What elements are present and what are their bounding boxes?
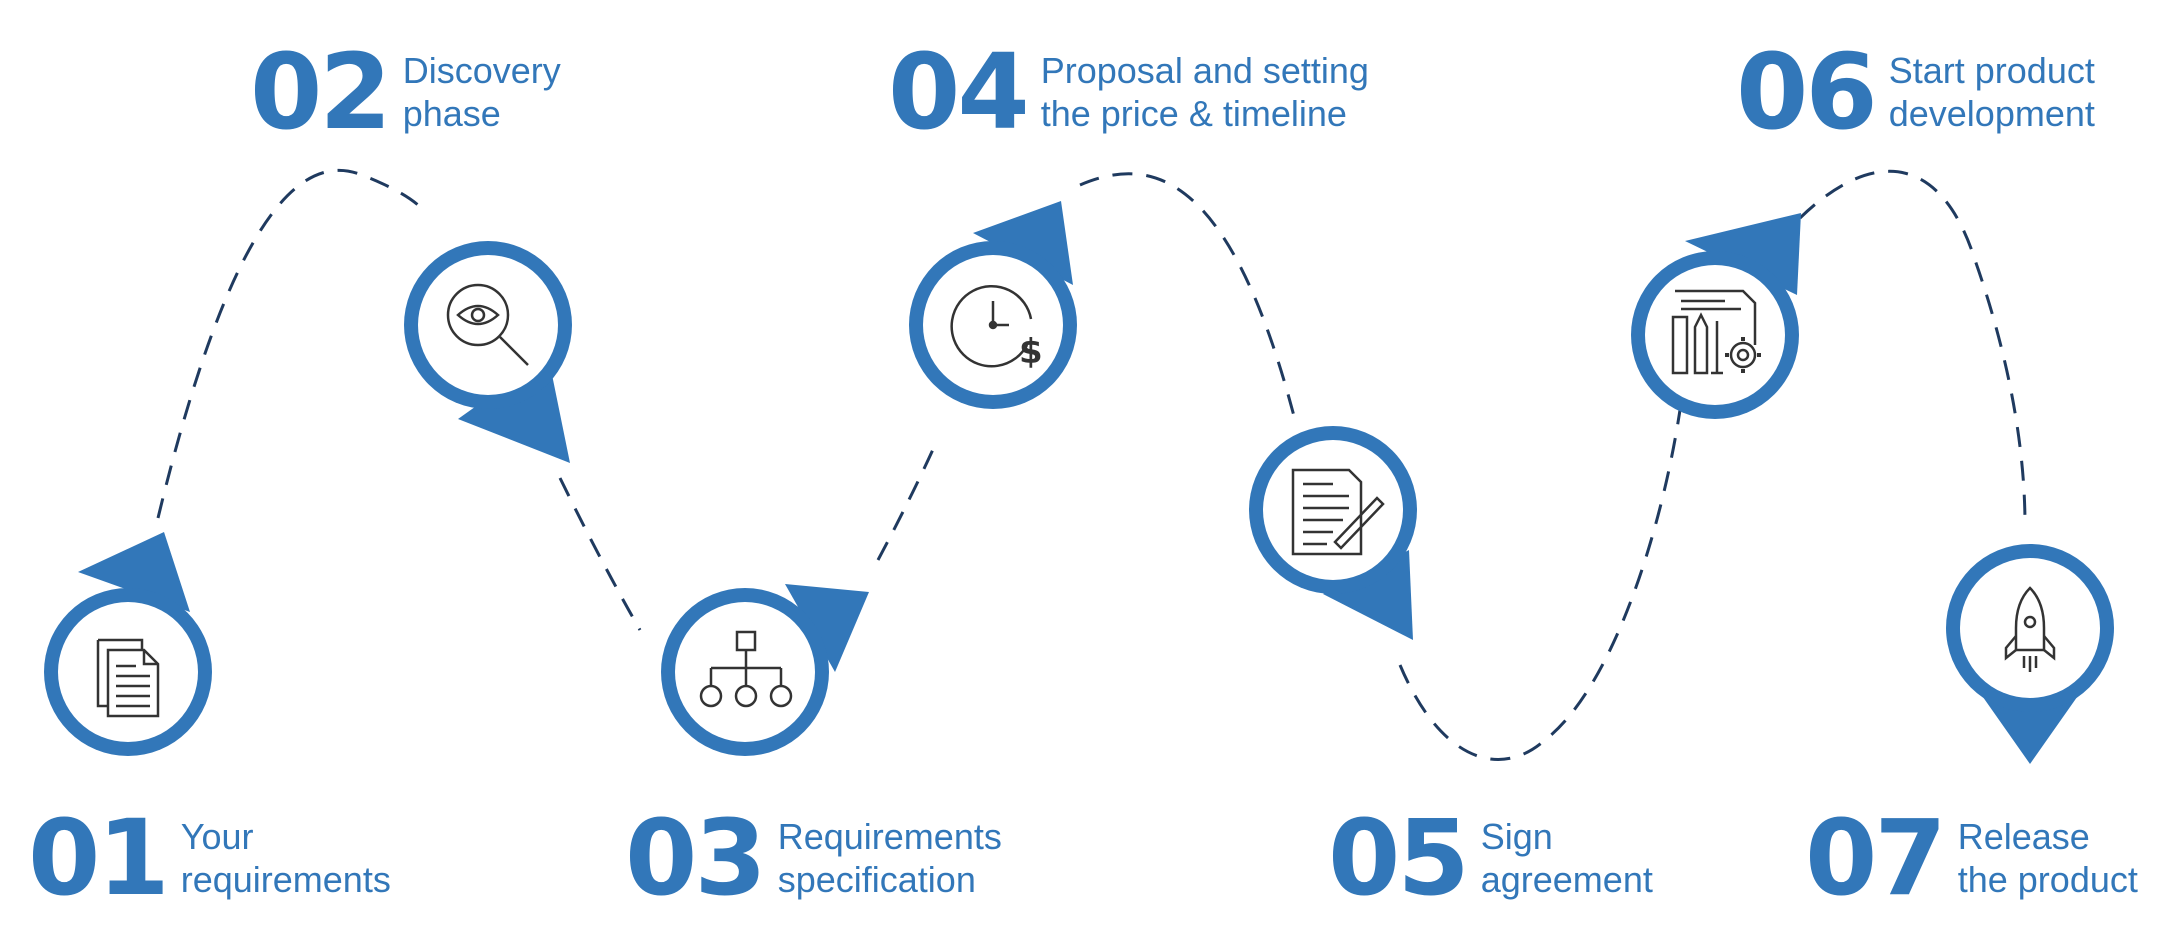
step-05-pin <box>1249 426 1417 640</box>
dashed-connector-path <box>156 168 2027 761</box>
rocket-icon <box>2004 586 2056 672</box>
step-02-number: 02 <box>250 31 392 153</box>
step-06-title: Start product development <box>1889 49 2095 135</box>
blueprint-gear-icon <box>1671 289 1761 375</box>
step-05-line2: agreement <box>1480 859 1653 900</box>
step-06-number: 06 <box>1736 31 1878 153</box>
step-05-number: 05 <box>1328 797 1470 919</box>
step-06-pin <box>1631 213 1801 419</box>
step-01-pin <box>44 532 212 756</box>
step-01-line1: Your <box>180 816 254 857</box>
documents-icon <box>96 638 160 718</box>
step-07-title: Release the product <box>1958 815 2138 901</box>
step-07-line2: the product <box>1957 859 2138 900</box>
step-04-label: 04 Proposal and setting the price & time… <box>888 40 1369 144</box>
step-01-label: 01 Your requirements <box>28 806 391 910</box>
step-03-pin <box>661 584 869 756</box>
step-05-line1: Sign <box>1480 816 1553 857</box>
step-07-label: 07 Release the product <box>1805 806 2138 910</box>
step-02-line1: Discovery <box>402 50 561 91</box>
step-03-line1: Requirements <box>777 816 1002 857</box>
step-07-line1: Release <box>1957 816 2090 857</box>
step-01-title: Your requirements <box>181 815 391 901</box>
step-04-pin: $ <box>909 201 1077 409</box>
step-06-line2: development <box>1888 93 2095 134</box>
step-06-line1: Start product <box>1888 50 2095 91</box>
step-05-title: Sign agreement <box>1481 815 1653 901</box>
step-02-title: Discovery phase <box>403 49 561 135</box>
step-01-number: 01 <box>28 797 170 919</box>
step-03-title: Requirements specification <box>778 815 1002 901</box>
step-03-line2: specification <box>777 859 976 900</box>
hierarchy-icon <box>699 630 793 708</box>
step-07-number: 07 <box>1805 797 1947 919</box>
clock-dollar-icon: $ <box>950 285 1043 372</box>
step-06-label: 06 Start product development <box>1736 40 2095 144</box>
step-02-label: 02 Discovery phase <box>250 40 561 144</box>
step-03-number: 03 <box>625 797 767 919</box>
step-02-pin <box>404 241 572 463</box>
step-04-line2: the price & timeline <box>1040 93 1347 134</box>
step-02-line2: phase <box>402 93 501 134</box>
step-07-pin <box>1946 544 2114 764</box>
svg-text:$: $ <box>1019 332 1043 372</box>
step-04-line1: Proposal and setting <box>1040 50 1369 91</box>
step-05-label: 05 Sign agreement <box>1328 806 1653 910</box>
step-04-number: 04 <box>888 31 1030 153</box>
step-03-label: 03 Requirements specification <box>625 806 1002 910</box>
document-pen-icon <box>1291 468 1385 556</box>
step-01-line2: requirements <box>180 859 391 900</box>
eye-magnifier-icon <box>446 283 529 366</box>
step-04-title: Proposal and setting the price & timelin… <box>1041 49 1369 135</box>
